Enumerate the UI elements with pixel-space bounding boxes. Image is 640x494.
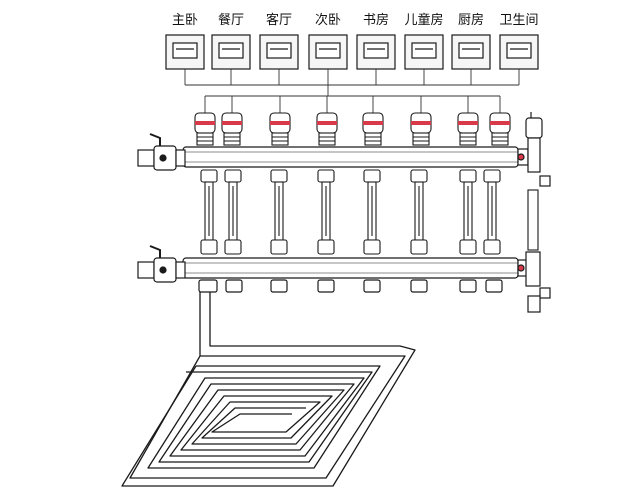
thermostat-panel-icon [211,34,251,70]
actuator-head-icon [316,112,338,146]
room-labels: 主卧 餐厅 客厅 次卧 书房 儿童房 厨房 卫生间 [172,12,539,28]
room-label-5: 儿童房 [404,12,443,28]
room-label-4: 书房 [363,12,389,28]
actuator-head-icon [457,112,479,146]
room-label-3: 次卧 [315,12,341,28]
drain-valve-icon [517,112,551,187]
flow-meter-icon [363,169,381,255]
room-label-2: 客厅 [266,12,292,28]
thermostat-panel-icon [499,34,539,70]
flow-meter-icon [224,169,242,255]
flow-meter-icon [483,169,501,255]
actuator-head-icon [410,112,432,146]
actuator-head-icon [269,112,291,146]
return-manifold [137,245,551,313]
supply-manifold [137,112,551,187]
thermostat-panel-icon [308,34,348,70]
flow-meter-icon [410,169,428,255]
ball-valve-icon [137,245,186,283]
room-label-1: 餐厅 [218,12,244,28]
actuator-head-icon [194,112,216,146]
ball-valve-icon [137,133,186,171]
flow-meter-icon [459,169,477,255]
flow-meters [200,169,539,255]
thermostat-panel-icon [356,34,396,70]
room-label-6: 厨房 [458,12,484,28]
actuator-head-icon [221,112,243,146]
room-label-7: 卫生间 [499,13,538,28]
flow-meter-icon [317,169,335,255]
thermostat-panel-icon [165,34,205,70]
floor-heating-coil-icon [121,292,416,487]
thermostat-panels [165,34,539,70]
actuators [194,112,511,146]
control-wiring [184,69,520,113]
drain-valve-icon [517,251,551,313]
flow-meter-icon [270,169,288,255]
thermostat-panel-icon [404,34,444,70]
actuator-head-icon [362,112,384,146]
flow-meter-icon [200,169,218,255]
room-label-0: 主卧 [172,13,198,28]
thermostat-panel-icon [259,34,299,70]
thermostat-panel-icon [451,34,491,70]
actuator-head-icon [489,112,511,146]
